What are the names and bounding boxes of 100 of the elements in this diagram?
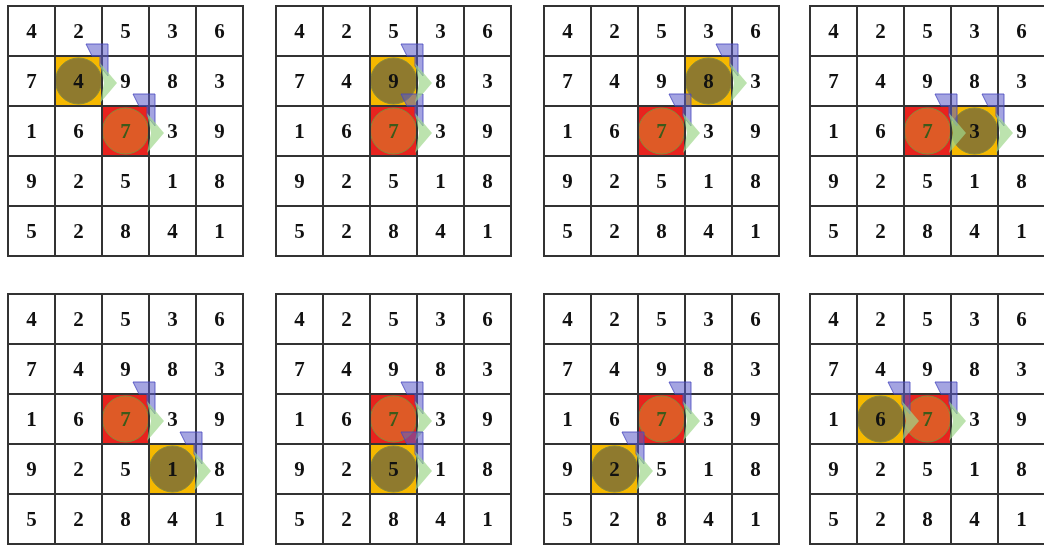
number-cell: 5 <box>904 294 951 344</box>
number-cell: 1 <box>544 394 591 444</box>
number-cell: 2 <box>323 494 370 544</box>
number-cell: 9 <box>904 344 951 394</box>
number-cell: 9 <box>732 106 779 156</box>
number-cell: 6 <box>464 6 511 56</box>
number-cell: 7 <box>810 344 857 394</box>
number-cell: 9 <box>810 156 857 206</box>
number-cell: 4 <box>276 6 323 56</box>
number-cell: 1 <box>951 444 998 494</box>
number-cell: 1 <box>732 494 779 544</box>
number-cell: 8 <box>102 206 149 256</box>
number-cell: 4 <box>591 344 638 394</box>
number-cell: 5 <box>8 206 55 256</box>
number-cell: 7 <box>810 56 857 106</box>
number-cell: 5 <box>276 206 323 256</box>
number-cell: 5 <box>544 206 591 256</box>
number-cell: 2 <box>591 294 638 344</box>
number-cell: 5 <box>810 494 857 544</box>
number-cell: 4 <box>810 294 857 344</box>
number-cell: 4 <box>857 56 904 106</box>
number-cell: 1 <box>998 206 1044 256</box>
number-cell: 4 <box>544 6 591 56</box>
number-cell: 4 <box>810 6 857 56</box>
number-cell: 3 <box>196 56 243 106</box>
number-cell: 8 <box>951 344 998 394</box>
number-cell: 3 <box>998 344 1044 394</box>
number-cell: 3 <box>685 6 732 56</box>
number-cell: 7 <box>276 344 323 394</box>
number-cell: 6 <box>998 294 1044 344</box>
number-cell: 4 <box>951 206 998 256</box>
number-cell: 2 <box>857 206 904 256</box>
number-cell: 5 <box>904 156 951 206</box>
number-cell: 6 <box>464 294 511 344</box>
number-cell: 4 <box>8 294 55 344</box>
number-cell: 9 <box>638 344 685 394</box>
number-cell: 9 <box>370 344 417 394</box>
number-cell: 2 <box>323 206 370 256</box>
number-cell: 6 <box>323 394 370 444</box>
number-cell: 5 <box>102 444 149 494</box>
number-cell: 8 <box>732 444 779 494</box>
number-cell: 8 <box>370 206 417 256</box>
number-cell: 1 <box>998 494 1044 544</box>
number-cell: 8 <box>149 56 196 106</box>
number-cell: 8 <box>951 56 998 106</box>
number-cell: 6 <box>196 6 243 56</box>
number-cell: 8 <box>417 344 464 394</box>
number-cell: 1 <box>276 394 323 444</box>
number-cell: 8 <box>464 444 511 494</box>
number-cell: 2 <box>857 494 904 544</box>
number-cell: 1 <box>951 156 998 206</box>
number-cell: 6 <box>998 6 1044 56</box>
number-cell: 2 <box>55 444 102 494</box>
number-cell: 3 <box>951 294 998 344</box>
number-cell: 8 <box>998 444 1044 494</box>
number-cell: 1 <box>149 156 196 206</box>
number-cell: 2 <box>55 6 102 56</box>
number-cell: 5 <box>544 494 591 544</box>
number-cell: 7 <box>8 56 55 106</box>
number-cell: 3 <box>998 56 1044 106</box>
number-cell: 6 <box>196 294 243 344</box>
number-cell: 9 <box>904 56 951 106</box>
number-cell: 9 <box>638 56 685 106</box>
number-cell: 2 <box>323 444 370 494</box>
number-cell: 4 <box>591 56 638 106</box>
number-cell: 9 <box>998 394 1044 444</box>
number-cell: 1 <box>464 206 511 256</box>
number-cell: 5 <box>810 206 857 256</box>
number-cell: 9 <box>732 394 779 444</box>
number-cell: 8 <box>998 156 1044 206</box>
number-cell: 3 <box>196 344 243 394</box>
number-cell: 6 <box>591 394 638 444</box>
number-cell: 6 <box>55 106 102 156</box>
number-cell: 4 <box>8 6 55 56</box>
number-cell: 2 <box>591 156 638 206</box>
number-cell: 3 <box>417 6 464 56</box>
number-cell: 8 <box>196 156 243 206</box>
number-cell: 7 <box>276 56 323 106</box>
number-cell: 5 <box>102 156 149 206</box>
number-cell: 2 <box>857 6 904 56</box>
number-cell: 5 <box>370 156 417 206</box>
number-cell: 1 <box>685 156 732 206</box>
number-cell: 5 <box>638 6 685 56</box>
number-cell: 5 <box>102 294 149 344</box>
number-cell: 8 <box>685 344 732 394</box>
number-cell: 4 <box>951 494 998 544</box>
number-cell: 9 <box>544 444 591 494</box>
number-cell: 8 <box>370 494 417 544</box>
number-cell: 6 <box>732 6 779 56</box>
number-cell: 4 <box>149 494 196 544</box>
number-cell: 2 <box>323 6 370 56</box>
number-cell: 1 <box>196 206 243 256</box>
number-cell: 1 <box>8 106 55 156</box>
number-cell: 4 <box>417 494 464 544</box>
number-cell: 2 <box>591 494 638 544</box>
number-cell: 1 <box>732 206 779 256</box>
number-cell: 9 <box>464 394 511 444</box>
number-cell: 1 <box>196 494 243 544</box>
number-cell: 1 <box>544 106 591 156</box>
number-cell: 5 <box>8 494 55 544</box>
